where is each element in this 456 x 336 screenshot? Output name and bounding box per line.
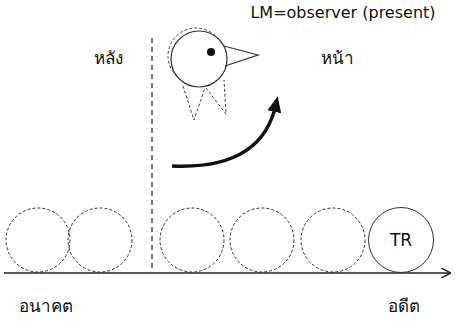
future-label: อนาคต (19, 296, 73, 316)
turn-arrow (172, 104, 276, 166)
divider-line (151, 38, 152, 272)
observer-figure (168, 28, 258, 120)
node-text: TR (390, 230, 412, 250)
trajector-circle: TR (368, 207, 434, 273)
past-label: อดีต (388, 296, 420, 316)
front-label: หน้า (321, 48, 354, 68)
landmark-label: LM=observer (present) (250, 3, 435, 22)
back-label: หลัง (94, 48, 123, 68)
time-circles (6, 208, 365, 272)
time-axis (4, 272, 450, 274)
